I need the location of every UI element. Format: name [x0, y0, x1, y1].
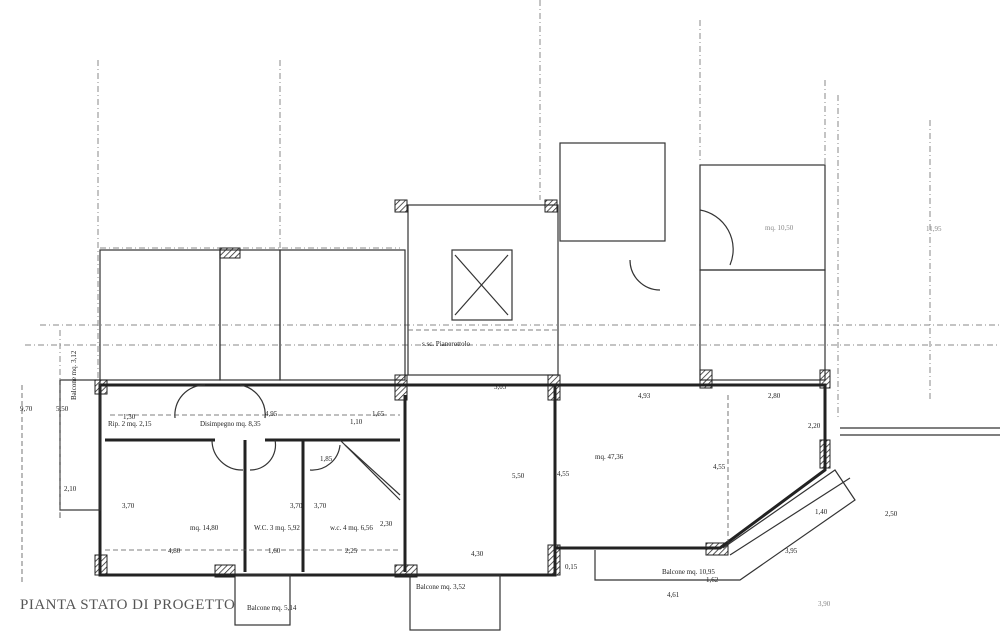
- main-walls: [21, 369, 856, 631]
- dimension-label: 2,50: [885, 510, 898, 518]
- dimension-label: 1,30: [123, 413, 136, 421]
- dimension-label: 1,85: [320, 455, 333, 463]
- dimension-label: 3,70: [122, 502, 135, 510]
- room-label-pianerottolo: s.sc. Pianerottolo: [422, 340, 471, 348]
- dimension-label: 2,25: [345, 547, 358, 555]
- dimension-label: 2,80: [768, 392, 781, 400]
- dimension-label: 4,55: [557, 470, 570, 478]
- room-label-balcone-small: Balcone mq. 5,14: [247, 604, 297, 612]
- dimension-label: 4,61: [667, 591, 680, 599]
- room-label-balcone-mid: Balcone mq. 3,52: [416, 583, 466, 591]
- dimension-label: 1,40: [815, 508, 828, 516]
- dimension-label: 2,10: [64, 485, 77, 493]
- dimension-label: 5,50: [512, 472, 525, 480]
- dimension-label: 1,62: [706, 576, 719, 584]
- dimension-label: 1,10: [350, 418, 363, 426]
- dimension-label: 11,95: [926, 225, 942, 233]
- dimension-label: 5,50: [56, 405, 69, 413]
- room-label-wc3: W.C. 3 mq. 5,92: [254, 524, 300, 532]
- room-label-upper: mq. 10,50: [765, 224, 794, 232]
- dimension-label: 2,20: [808, 422, 821, 430]
- dimension-label: 9,70: [20, 405, 33, 413]
- room-label-disimpegno: Disimpegno mq. 8,35: [200, 420, 261, 428]
- drawing-title: PIANTA STATO DI PROGETTO: [20, 597, 236, 613]
- dimension-label: 3,90: [818, 600, 831, 608]
- dimension-label: 1,65: [372, 410, 385, 418]
- dimension-label: 3,95: [785, 547, 798, 555]
- dimension-label: 2,30: [380, 520, 393, 528]
- room-label-balcone-big: Balcone mq. 10,95: [662, 568, 715, 576]
- faint-upper-plan: [25, 0, 1000, 520]
- dimension-label: 4,55: [713, 463, 726, 471]
- room-label-camera: mq. 14,80: [190, 524, 219, 532]
- dimension-label: 0,15: [565, 563, 578, 571]
- room-label-soggiorno: mq. 47,36: [595, 453, 624, 461]
- dimension-label: 4,30: [471, 550, 484, 558]
- dimension-label: 4,93: [638, 392, 651, 400]
- dimension-label: 3,70: [290, 502, 303, 510]
- room-label-wc4: w.c. 4 mq. 6,56: [330, 524, 373, 532]
- dimension-label: 4,95: [265, 410, 278, 418]
- room-label-ripostiglio: Rip. 2 mq. 2,15: [108, 420, 152, 428]
- dimension-label: 3,70: [314, 502, 327, 510]
- dimension-label: 3,05: [494, 383, 507, 391]
- dimension-label: 4,80: [168, 547, 181, 555]
- dimension-label: 1,60: [268, 547, 281, 555]
- room-label-balcone-left: Balcone mq. 3,12: [70, 350, 78, 400]
